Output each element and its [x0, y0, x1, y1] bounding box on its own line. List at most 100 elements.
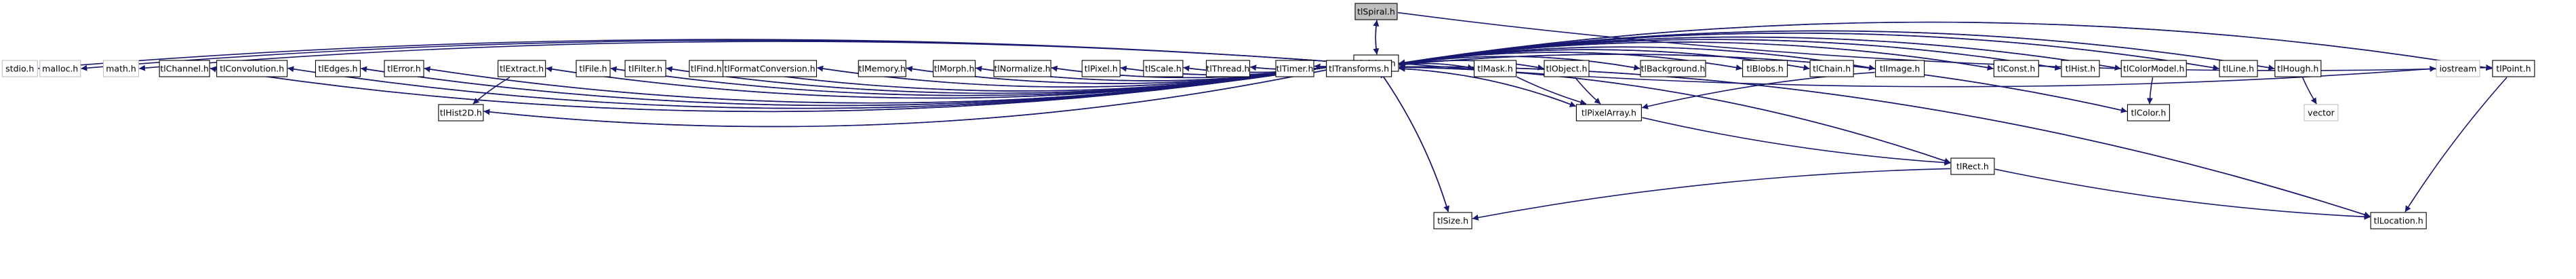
node-label: malloc.h: [42, 64, 78, 74]
node-label: tlBackground.h: [1641, 64, 1706, 74]
node-box: [1474, 60, 1517, 77]
node-label: tlFile.h: [579, 64, 607, 74]
node-label: vector: [2308, 108, 2335, 118]
node-label: tlMask.h: [1477, 64, 1512, 74]
node-box: [933, 60, 976, 77]
node-box: [2370, 212, 2427, 229]
node-box: [438, 104, 484, 122]
node-tl-scale[interactable]: tlScale.h: [1143, 60, 1184, 77]
node-box: [1993, 60, 2039, 77]
node-tl-line[interactable]: tlLine.h: [2219, 60, 2258, 77]
node-tl-const[interactable]: tlConst.h: [1993, 60, 2039, 77]
node-tl-extract[interactable]: tlExtract.h: [498, 60, 546, 77]
edge-tl-point-to-tl-vision: [1398, 21, 2493, 69]
node-box: [993, 60, 1051, 77]
node-box: [1544, 60, 1590, 77]
node-tl-filter[interactable]: tlFilter.h: [624, 60, 666, 77]
node-tl-hist[interactable]: tlHist.h: [2061, 60, 2100, 77]
node-tl-spiral[interactable]: tlSpiral.h: [1354, 3, 1398, 20]
edge-tl-size-to-tl-vision: [1380, 71, 1449, 212]
node-box: [39, 60, 81, 77]
edge-tl-extract-to-tl-hist2-d: [472, 77, 510, 105]
node-label: tlChannel.h: [160, 64, 209, 74]
node-box: [1742, 60, 1788, 77]
node-tl-memory[interactable]: tlMemory.h: [858, 60, 906, 77]
edge-tl-object-to-tl-pixel-array: [1574, 77, 1601, 105]
node-label: tlFilter.h: [628, 64, 662, 74]
node-label: tlLocation.h: [2374, 216, 2423, 226]
node-tl-color[interactable]: tlColor.h: [2127, 104, 2170, 122]
node-label: tlTransforms.h: [1329, 64, 1389, 74]
node-tl-location[interactable]: tlLocation.h: [2370, 212, 2427, 229]
edge-tl-vision-to-math: [139, 41, 1354, 71]
node-box: [722, 60, 818, 77]
node-tl-background[interactable]: tlBackground.h: [1640, 60, 1706, 77]
node-label: tlChain.h: [1813, 64, 1851, 74]
node-label: tlFormatConversion.h: [724, 64, 815, 74]
node-tl-format-conversion[interactable]: tlFormatConversion.h: [722, 60, 818, 77]
node-tl-pixel[interactable]: tlPixel.h: [1081, 60, 1121, 77]
edge-tl-object-to-tl-vision: [1398, 60, 1544, 69]
edge-tl-hist2-d-to-tl-vision: [483, 62, 1354, 128]
edge-tl-rect-to-tl-location: [1994, 168, 2371, 220]
node-label: tlColorModel.h: [2123, 64, 2184, 74]
node-label: tlPixelArray.h: [1582, 108, 1636, 118]
node-tl-morph[interactable]: tlMorph.h: [933, 60, 976, 77]
node-label: tlError.h: [387, 64, 421, 74]
node-tl-find[interactable]: tlFind.h: [689, 60, 724, 77]
node-tl-point[interactable]: tlPoint.h: [2492, 60, 2535, 77]
node-label: tlObject.h: [1546, 64, 1587, 74]
node-tl-image[interactable]: tlImage.h: [1875, 60, 1925, 77]
node-box: [216, 60, 288, 77]
node-box: [1143, 60, 1184, 77]
node-tl-chain[interactable]: tlChain.h: [1809, 60, 1854, 77]
node-tl-pixel-array[interactable]: tlPixelArray.h: [1575, 104, 1642, 122]
node-tl-hough[interactable]: tlHough.h: [2274, 60, 2322, 77]
node-iostream: iostream: [2436, 60, 2480, 77]
node-box: [1354, 3, 1398, 20]
node-tl-error[interactable]: tlError.h: [384, 60, 424, 77]
node-box: [1575, 104, 1642, 122]
node-tl-transforms[interactable]: tlTransforms.h: [1326, 60, 1392, 77]
node-box: [2436, 60, 2480, 77]
node-label: tlHough.h: [2277, 64, 2318, 74]
node-box: [2492, 60, 2535, 77]
node-tl-color-model[interactable]: tlColorModel.h: [2120, 60, 2187, 77]
node-box: [1950, 157, 1995, 175]
edge-layer: [37, 12, 2508, 221]
node-box: [2274, 60, 2322, 77]
node-label: tlRect.h: [1956, 162, 1989, 172]
node-tl-blobs[interactable]: tlBlobs.h: [1742, 60, 1788, 77]
node-tl-file[interactable]: tlFile.h: [576, 60, 611, 77]
edge-tl-vision-to-tl-size: [1380, 71, 1450, 212]
node-tl-hist2-d[interactable]: tlHist2D.h: [438, 104, 484, 122]
node-label: tlPixel.h: [1085, 64, 1118, 74]
node-tl-object[interactable]: tlObject.h: [1544, 60, 1590, 77]
node-box: [1433, 212, 1472, 229]
node-label: tlTimer.h: [1276, 64, 1314, 74]
node-label: stdio.h: [5, 64, 34, 74]
node-tl-mask[interactable]: tlMask.h: [1474, 60, 1517, 77]
node-label: tlConst.h: [1997, 64, 2035, 74]
node-tl-edges[interactable]: tlEdges.h: [315, 60, 361, 77]
node-malloc: malloc.h: [39, 60, 81, 77]
node-tl-size[interactable]: tlSize.h: [1433, 212, 1472, 229]
node-label: tlSize.h: [1437, 216, 1468, 226]
node-label: tlHist.h: [2066, 64, 2096, 74]
edge-tl-vision-to-tl-rect: [1398, 67, 1951, 164]
node-box: [498, 60, 546, 77]
node-box: [384, 60, 424, 77]
node-tl-thread[interactable]: tlThread.h: [1205, 60, 1251, 77]
node-box: [1275, 60, 1314, 77]
node-box: [159, 60, 210, 77]
node-tl-timer[interactable]: tlTimer.h: [1275, 60, 1314, 77]
node-tl-rect[interactable]: tlRect.h: [1950, 157, 1995, 175]
node-tl-convolution[interactable]: tlConvolution.h: [216, 60, 288, 77]
node-label: tlSpiral.h: [1357, 7, 1395, 17]
node-tl-channel[interactable]: tlChannel.h: [159, 60, 210, 77]
node-label: math.h: [106, 64, 136, 74]
node-box: [2219, 60, 2258, 77]
node-tl-normalize[interactable]: tlNormalize.h: [993, 60, 1051, 77]
edge-tl-point-to-tl-location: [2404, 77, 2508, 212]
